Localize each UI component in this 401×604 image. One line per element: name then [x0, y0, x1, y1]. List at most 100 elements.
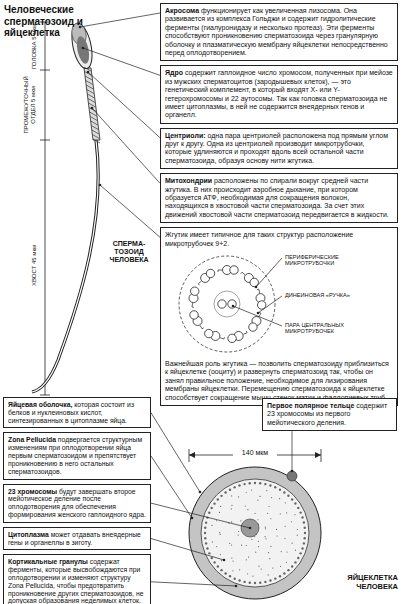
leader-line: [151, 539, 224, 560]
cytoplasm-dot: [220, 554, 221, 555]
cortical-granule: [303, 542, 305, 544]
leader-dot: [257, 312, 260, 315]
dimension-label: ПРОМЕЖУТОЧНЫЙ ОТДЕЛ 5 мкм: [23, 70, 37, 140]
cytoplasm-dot: [219, 532, 220, 533]
cytoplasm-dot: [261, 568, 262, 569]
leader-line: [100, 185, 160, 237]
cortical-granule: [206, 547, 208, 549]
cortical-granule: [224, 572, 226, 574]
cytoplasm-dot: [268, 574, 269, 575]
figure-label: ЯЙЦЕКЛЕТКА ЧЕЛОВЕКА: [326, 574, 398, 591]
cortical-granule: [304, 537, 306, 539]
cytoplasm-dot: [232, 560, 233, 561]
cortical-granule: [274, 577, 276, 579]
cortical-granule: [208, 511, 210, 513]
cytoplasm-dot: [294, 514, 295, 515]
cortical-granule: [304, 532, 306, 534]
microtubule: [205, 329, 213, 337]
cytoplasm-dot: [257, 519, 258, 520]
leader-dot: [82, 47, 85, 50]
cytoplasm-dot: [265, 527, 266, 528]
cortical-granule: [291, 498, 293, 500]
cytoplasm-dot: [286, 551, 287, 552]
cytoplasm-dot: [269, 558, 270, 559]
cytoplasm-dot: [246, 559, 247, 560]
leader-dot: [87, 71, 90, 74]
mitochondria-stroke: [87, 90, 94, 94]
cytoplasm-dot: [212, 541, 213, 542]
leader-line: [151, 582, 236, 586]
microtubule: [249, 323, 257, 331]
cytoplasm-dot: [297, 535, 298, 536]
cortical-granule: [229, 575, 231, 577]
leader-line: [151, 456, 192, 518]
leader-dot: [191, 517, 194, 520]
cytoplasm-dot: [258, 566, 259, 567]
microtubule: [230, 266, 238, 274]
mitochondria-stroke: [91, 126, 98, 130]
microtubule: [191, 287, 199, 295]
dynein-arm: [192, 303, 194, 307]
cortical-granule: [243, 483, 245, 485]
cortical-granule: [233, 486, 235, 488]
note-box: Zona Pellucidaподвергается структурным и…: [3, 432, 151, 479]
leader-dot: [249, 527, 252, 530]
cortical-granule: [291, 565, 293, 567]
note-heading: Zona Pellucida: [8, 436, 56, 443]
cortical-granule: [254, 482, 256, 484]
mitochondria-stroke: [87, 94, 94, 98]
cortical-granule: [274, 486, 276, 488]
cytoplasm-dot: [284, 538, 285, 539]
cytoplasm-dot: [279, 498, 280, 499]
cytoplasm-dot: [251, 489, 252, 490]
note-box: Акросомафункционирует как увеличенная ли…: [160, 3, 398, 61]
note-box: Цитоплазмаможет отдавать внеядерные гены…: [3, 527, 151, 551]
cortical-granule: [303, 521, 305, 523]
leader-dot: [235, 585, 238, 588]
cortical-granule: [213, 502, 215, 504]
cortical-granule: [283, 572, 285, 574]
microtubule: [206, 269, 214, 277]
central-microtubule: [218, 300, 226, 308]
cytoplasm-dot: [231, 495, 232, 496]
dimension-label: ГОЛОВКА 5 мкм: [31, 23, 38, 69]
cortical-granule: [287, 569, 289, 571]
note-text: содержит гаплоидное число хромосом, полу…: [165, 69, 393, 118]
cytoplasm-dot: [216, 520, 217, 521]
cortical-granule: [204, 537, 206, 539]
leader-dot: [91, 107, 94, 110]
cytoplasm-dot: [255, 552, 256, 553]
cytoplasm-dot: [231, 544, 232, 545]
mitochondria-stroke: [91, 121, 98, 125]
note-heading: 23 хромосомы: [8, 488, 57, 495]
cytoplasm-dot: [254, 513, 255, 514]
cortical-granule: [269, 484, 271, 486]
mitochondria-stroke: [90, 112, 97, 116]
cytoplasm-dot: [272, 567, 273, 568]
mitochondria-stroke: [90, 117, 97, 121]
cortical-granule: [299, 552, 301, 554]
cytoplasm-dot: [231, 557, 232, 558]
cytoplasm-dot: [270, 518, 271, 519]
cytoplasm-dot: [220, 506, 221, 507]
cortical-granule: [269, 579, 271, 581]
cortical-granule: [294, 561, 296, 563]
cytoplasm-dot: [221, 560, 222, 561]
cytoplasm-dot: [245, 505, 246, 506]
cortical-granule: [229, 489, 231, 491]
cytoplasm-dot: [258, 546, 259, 547]
part-label: ПЕРИФЕРИЧЕСКИЕ МИКРОТРУБОЧКИ: [285, 254, 389, 267]
mitochondria-stroke: [85, 72, 92, 76]
leader-line: [92, 108, 160, 183]
leader-line: [258, 296, 282, 313]
dynein-arm: [200, 325, 204, 328]
note-heading: Акросома: [165, 7, 199, 14]
note-heading: Цитоплазма: [8, 531, 49, 538]
note-box: Кортикальные гранулысодержат ферменты, к…: [3, 554, 151, 604]
leader-dot: [99, 184, 102, 187]
cortical-granule: [264, 581, 266, 583]
cortical-granule: [249, 582, 251, 584]
leader-dot: [232, 305, 235, 308]
cortical-granule: [208, 552, 210, 554]
cytoplasm-dot: [295, 550, 296, 551]
